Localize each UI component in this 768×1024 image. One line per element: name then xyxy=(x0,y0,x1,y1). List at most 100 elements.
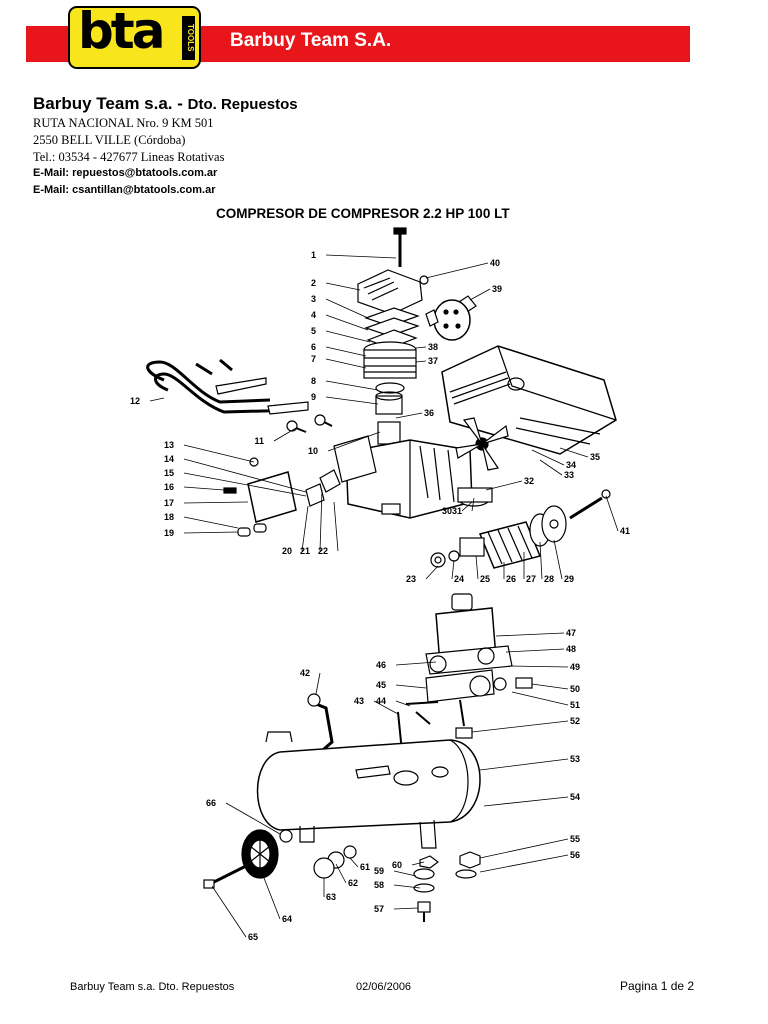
part-label-4: 4 xyxy=(311,310,316,320)
logo-text: bta xyxy=(78,2,165,60)
part-label-6: 6 xyxy=(311,342,316,352)
handle-assembly xyxy=(146,358,333,433)
leader-line-32 xyxy=(485,480,523,491)
part-label-12: 12 xyxy=(130,396,140,406)
part-label-9: 9 xyxy=(311,392,316,402)
leader-line-5 xyxy=(325,330,371,343)
leader-line-13 xyxy=(183,444,255,463)
leader-line-12 xyxy=(149,397,165,402)
leader-line-8 xyxy=(325,380,379,391)
part-label-56: 56 xyxy=(570,850,580,860)
leader-line-58 xyxy=(393,884,421,889)
leader-line-53 xyxy=(479,758,569,771)
leader-line-22 xyxy=(333,501,339,552)
footer-page: Pagina 1 de 2 xyxy=(620,979,695,993)
part-label-27: 27 xyxy=(526,574,536,584)
part-label-64: 64 xyxy=(282,914,292,924)
footer-company: Barbuy Team s.a. Dto. Repuestos xyxy=(70,981,235,993)
leader-line-33 xyxy=(539,459,563,476)
part-label-34: 34 xyxy=(566,460,576,470)
leader-line-40 xyxy=(425,262,489,279)
leader-line-29 xyxy=(553,539,563,580)
bta-logo: bta TOOLS xyxy=(68,2,201,69)
part-label-8: 8 xyxy=(311,376,316,386)
part-label-29: 29 xyxy=(564,574,574,584)
part-label-41: 41 xyxy=(620,526,630,536)
part-label-24: 24 xyxy=(454,574,464,584)
company-heading: Barbuy Team s.a. - Dto. Repuestos xyxy=(33,94,298,114)
leader-line-35 xyxy=(559,447,589,458)
leader-line-15 xyxy=(183,472,307,497)
leader-line-51 xyxy=(511,691,569,706)
leader-line-39 xyxy=(469,288,491,301)
leader-line-25 xyxy=(475,555,479,580)
part-label-21: 21 xyxy=(300,546,310,556)
address-line2: 2550 BELL VILLE (Córdoba) xyxy=(33,133,186,147)
part-label-33: 33 xyxy=(564,470,574,480)
part-label-11: 11 xyxy=(254,436,264,446)
motor-rotor xyxy=(459,489,611,569)
leader-line-34 xyxy=(531,449,565,466)
part-label-3: 3 xyxy=(311,294,316,304)
part-label-10: 10 xyxy=(308,446,318,456)
leader-line-48 xyxy=(505,648,565,653)
part-label-51: 51 xyxy=(570,700,580,710)
leader-line-19 xyxy=(183,531,239,534)
part-label-66: 66 xyxy=(206,798,216,808)
company-department: Dto. Repuestos xyxy=(187,96,298,113)
part-label-2: 2 xyxy=(311,278,316,288)
leader-line-56 xyxy=(479,854,569,873)
leader-line-36 xyxy=(395,412,423,419)
leader-line-46 xyxy=(395,661,437,666)
part-label-13: 13 xyxy=(164,440,174,450)
part-label-17: 17 xyxy=(164,498,174,508)
leader-line-60 xyxy=(411,861,425,866)
part-label-35: 35 xyxy=(590,452,600,462)
part-label-43: 43 xyxy=(354,696,364,706)
part-label-28: 28 xyxy=(544,574,554,584)
document-title: COMPRESOR DE COMPRESOR 2.2 HP 100 LT xyxy=(216,206,510,221)
banner-title: Barbuy Team S.A. xyxy=(230,30,392,51)
part-label-31: 31 xyxy=(452,506,462,516)
address-line1: RUTA NACIONAL Nro. 9 KM 501 xyxy=(33,116,214,130)
part-label-45: 45 xyxy=(376,680,386,690)
part-label-25: 25 xyxy=(480,574,490,584)
part-label-42: 42 xyxy=(300,668,310,678)
part-label-1: 1 xyxy=(311,250,316,260)
part-label-32: 32 xyxy=(524,476,534,486)
part-label-23: 23 xyxy=(406,574,416,584)
part-label-52: 52 xyxy=(570,716,580,726)
pressure-switch-assembly xyxy=(405,593,533,739)
leader-line-2 xyxy=(325,282,361,291)
part-label-63: 63 xyxy=(326,892,336,902)
part-label-14: 14 xyxy=(164,454,174,464)
leader-line-4 xyxy=(325,314,369,331)
part-label-22: 22 xyxy=(318,546,328,556)
part-label-50: 50 xyxy=(570,684,580,694)
air-tank xyxy=(256,731,481,849)
part-label-40: 40 xyxy=(490,258,500,268)
leader-line-1 xyxy=(325,254,397,259)
part-label-18: 18 xyxy=(164,512,174,522)
leader-line-66 xyxy=(225,802,281,835)
leader-line-41 xyxy=(605,495,619,532)
part-label-44: 44 xyxy=(376,696,386,706)
leader-line-45 xyxy=(395,684,427,689)
part-label-55: 55 xyxy=(570,834,580,844)
leader-line-54 xyxy=(483,796,569,807)
part-label-36: 36 xyxy=(424,408,434,418)
part-label-58: 58 xyxy=(374,880,384,890)
leader-line-28 xyxy=(539,541,543,580)
phone-line: Tel.: 03534 - 427677 Lineas Rotativas xyxy=(33,150,225,164)
leader-line-7 xyxy=(325,358,367,369)
leader-line-59 xyxy=(393,870,417,877)
footer-date: 02/06/2006 xyxy=(356,981,412,993)
compressor-head-group xyxy=(357,227,423,445)
leader-line-6 xyxy=(325,346,367,357)
email-repuestos: E-Mail: repuestos@btatools.com.ar xyxy=(33,167,218,179)
leader-line-18 xyxy=(183,516,239,529)
logo-side-text: TOOLS xyxy=(182,16,195,60)
leader-line-3 xyxy=(325,298,369,319)
part-label-48: 48 xyxy=(566,644,576,654)
